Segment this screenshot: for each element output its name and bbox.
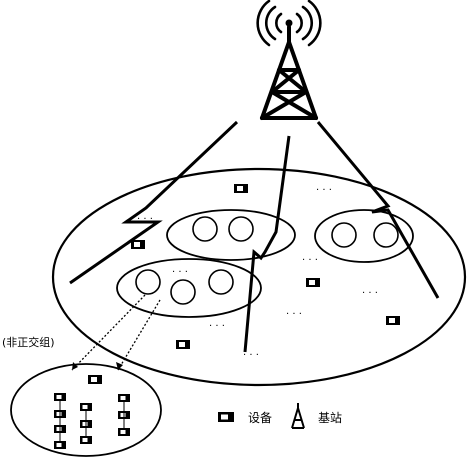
base-station-tower-icon: [291, 403, 305, 429]
user-terminal-circle: [373, 222, 399, 248]
group-connectors: [59, 401, 125, 441]
group-devices: [54, 375, 130, 449]
cluster-top-center: [166, 209, 296, 261]
ellipsis: · · ·: [286, 309, 302, 320]
wireless-link-right: [316, 121, 440, 299]
arrow-heads: [72, 362, 123, 370]
device-icon: [386, 316, 400, 325]
cluster-non-orthogonal: [116, 258, 262, 318]
ellipsis: · · ·: [316, 185, 332, 196]
legend-base-station-label: 基站: [318, 411, 342, 425]
device-icon: [176, 340, 190, 349]
device-icon: [88, 375, 102, 384]
device-icon: [118, 394, 130, 402]
device-icon: [54, 441, 66, 449]
zoom-connectors: [71, 294, 161, 371]
ellipsis: · · ·: [243, 350, 259, 361]
device-icon: [80, 403, 92, 411]
ellipsis-marks: · · · · · · · · · · · · · · · · · · · · …: [137, 185, 378, 361]
user-terminal-circle: [208, 269, 234, 295]
ellipsis: · · ·: [137, 214, 153, 225]
wireless-link-left: [69, 120, 239, 285]
wireless-link-middle: [243, 135, 291, 353]
wireless-links: [69, 120, 440, 353]
user-terminal-circle: [331, 222, 357, 248]
cluster-right: [314, 209, 414, 263]
user-terminal-circle: [228, 216, 254, 242]
non-orthogonal-group-label: (非正交组): [2, 335, 55, 349]
base-station-tower-icon: [256, 0, 322, 120]
devices-in-coverage: [131, 184, 400, 349]
device-icon: [80, 436, 92, 444]
non-orthogonal-group-detail: [10, 363, 162, 457]
legend-device-label: 设备: [248, 411, 272, 425]
device-icon: [218, 412, 234, 422]
legend: 设备 基站: [218, 403, 342, 429]
ellipsis: · · ·: [362, 288, 378, 299]
device-icon: [234, 184, 248, 193]
user-terminal-circle: [170, 279, 196, 305]
device-icon: [118, 428, 130, 436]
device-icon: [306, 278, 320, 287]
device-icon: [131, 240, 145, 249]
device-icon: [54, 393, 66, 401]
ellipsis: · · ·: [209, 321, 225, 332]
user-terminal-circle: [192, 216, 218, 242]
ellipsis: · · ·: [302, 255, 318, 266]
ellipsis: · · ·: [172, 267, 188, 278]
coverage-area: [51, 167, 467, 387]
user-terminal-circle: [135, 269, 161, 295]
